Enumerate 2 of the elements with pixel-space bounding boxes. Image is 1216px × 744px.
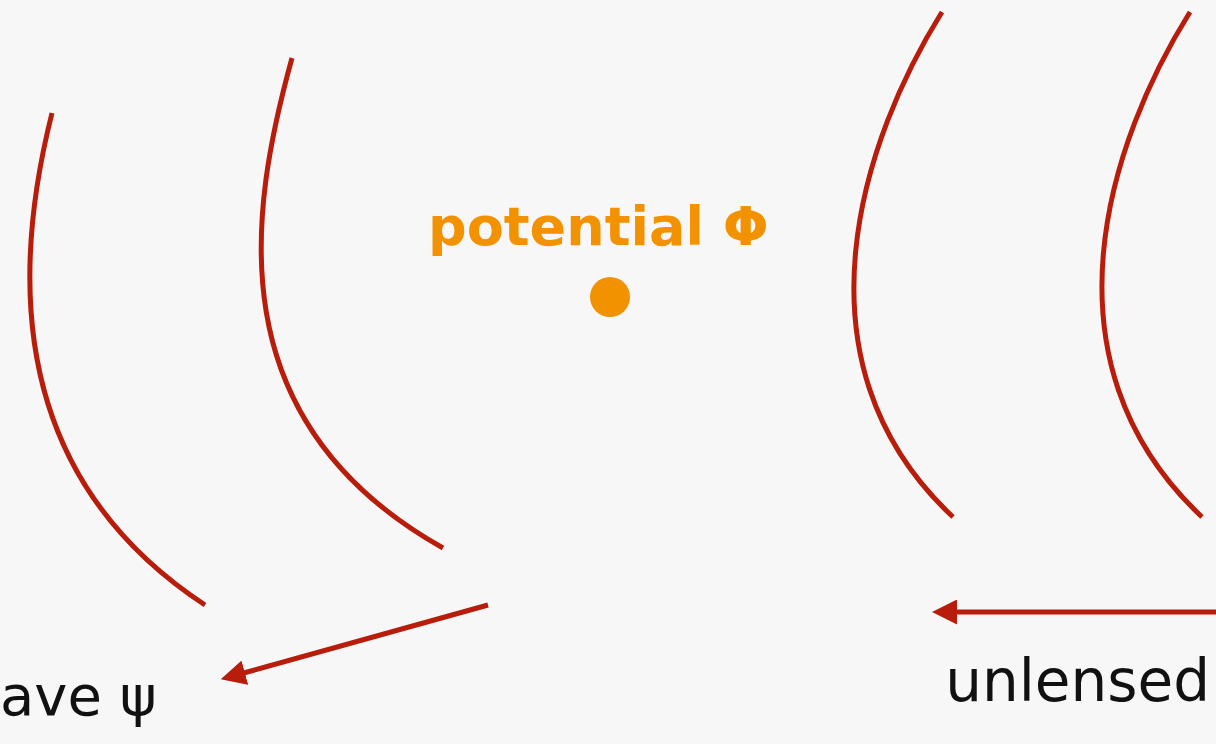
potential-label: potential Φ [428, 200, 769, 254]
unlensed-label: unlensed [945, 652, 1210, 710]
